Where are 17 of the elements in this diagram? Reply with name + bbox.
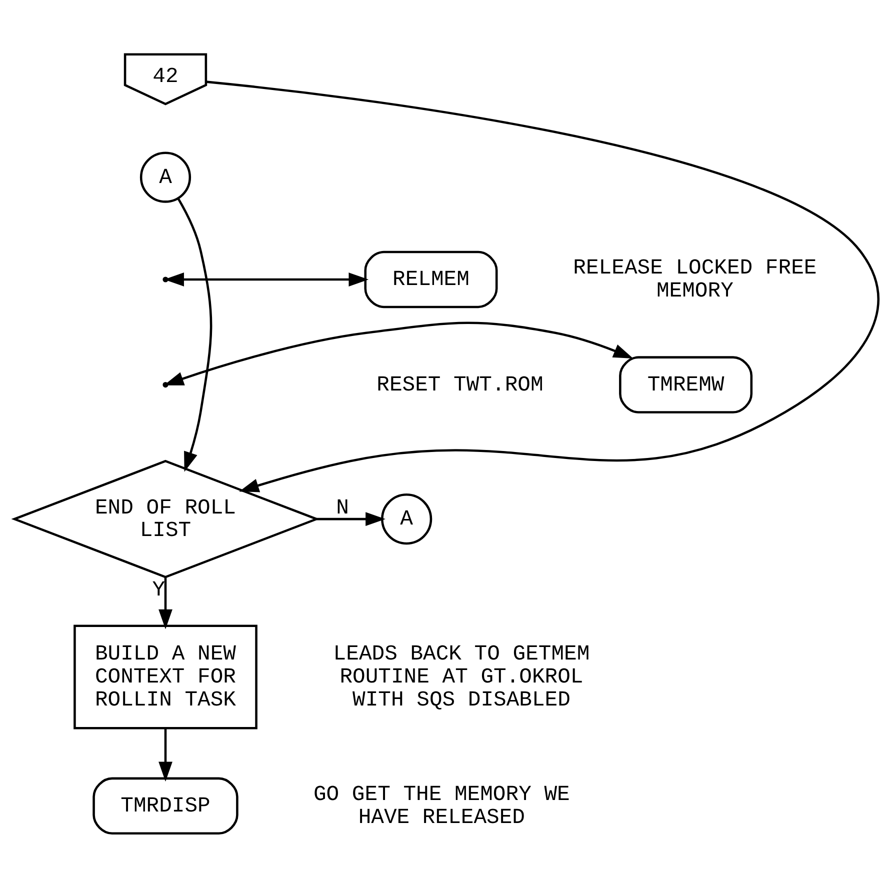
node-box: RELMEM: [364, 250, 498, 308]
node-box: TMREMW: [619, 356, 753, 414]
node-circle: A: [381, 494, 432, 545]
node-box: TMRDISP: [92, 777, 238, 835]
edge-label: Y: [152, 578, 166, 603]
arrow: [206, 80, 880, 492]
arrow: [158, 728, 172, 782]
arrow: [316, 512, 386, 526]
node-box: BUILD A NEW CONTEXT FOR ROLLIN TASK: [74, 624, 258, 730]
node-label: GO GET THE MEMORY WE HAVE RELEASED: [313, 783, 570, 830]
node-label: LEADS BACK TO GETMEM ROUTINE AT GT.OKROL WITH SQS DISABLED: [333, 642, 590, 713]
edge-label: N: [336, 496, 350, 520]
node-label: RESET TWT.ROM: [376, 373, 544, 398]
node-circle: A: [140, 152, 192, 203]
node-label: RELEASE LOCKED FREE MEMORY: [573, 256, 817, 304]
arrow: [158, 577, 172, 630]
arrow: [177, 198, 212, 472]
